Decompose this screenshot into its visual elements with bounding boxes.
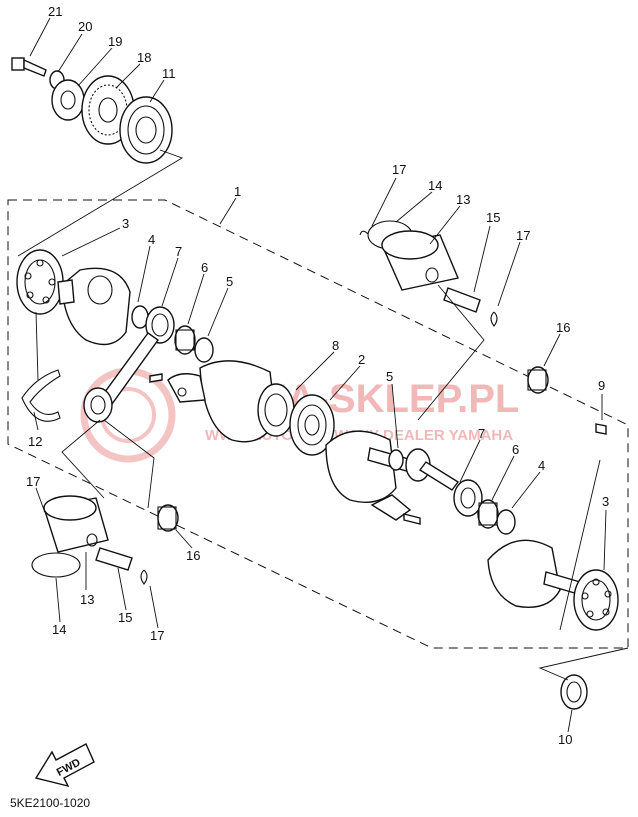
- small-end-bearing-16-upper: [527, 366, 549, 394]
- crankshaft-assembly-boundary: [7, 199, 629, 649]
- bearing-2: [289, 394, 335, 456]
- needle-bearing-6-left: [174, 325, 196, 355]
- callout-labels: 21 20 19 18 11 1 3 4 7 6 5 8 2 17 14 13 …: [26, 4, 609, 747]
- bolt-21: [11, 57, 47, 77]
- callout-7-right: 7: [478, 426, 485, 441]
- callout-5-left: 5: [226, 274, 233, 289]
- callout-10: 10: [558, 732, 572, 747]
- callout-13-lower: 13: [80, 592, 94, 607]
- callout-13-upper: 13: [456, 192, 470, 207]
- connecting-rod-7-right: [370, 448, 483, 521]
- oil-seal-8: [257, 383, 295, 437]
- callout-17-lower-left: 17: [26, 474, 40, 489]
- crank-web-right: [487, 539, 581, 608]
- bearing-3-left: [16, 249, 64, 315]
- callout-5-right: 5: [386, 369, 393, 384]
- piston-pin-15-upper: [443, 287, 481, 313]
- bearing-circlip-leader: [35, 311, 39, 381]
- piston-upper: [359, 220, 498, 327]
- callout-3-left: 3: [122, 216, 129, 231]
- callout-17-upper-right: 17: [516, 228, 530, 243]
- callout-19: 19: [108, 34, 122, 49]
- gear-group-leader: [17, 149, 184, 257]
- callout-6-left: 6: [201, 260, 208, 275]
- fwd-arrow-icon: FWD: [34, 743, 95, 788]
- callout-14-lower: 14: [52, 622, 66, 637]
- screw-left: [149, 373, 163, 383]
- clip-17-lower-right: [140, 569, 148, 585]
- callout-7-left: 7: [175, 244, 182, 259]
- callout-12: 12: [28, 434, 42, 449]
- crank-web-center: [167, 360, 277, 443]
- callout-1: 1: [234, 184, 241, 199]
- callout-17-lower-right: 17: [150, 628, 164, 643]
- screw-right: [403, 513, 421, 525]
- callout-2: 2: [358, 352, 365, 367]
- callout-15-upper: 15: [486, 210, 500, 225]
- right-leader-lines: [538, 459, 629, 681]
- piston-pin-15-lower: [95, 547, 133, 571]
- crank-web-left: [57, 267, 131, 346]
- washer-5-right: [388, 449, 404, 471]
- piston-lower: [31, 495, 148, 585]
- callout-8: 8: [332, 338, 339, 353]
- callout-9: 9: [598, 378, 605, 393]
- clip-17-upper-left: [359, 230, 369, 236]
- piston-ring-14-lower: [31, 552, 81, 578]
- gear-19: [51, 79, 85, 121]
- circlip-12: [21, 369, 61, 422]
- callout-11: 11: [162, 66, 176, 81]
- small-end-bearing-16-lower: [157, 504, 179, 532]
- callout-4-left: 4: [148, 232, 155, 247]
- needle-bearing-6-right: [477, 499, 499, 529]
- callout-6-right: 6: [512, 442, 519, 457]
- oil-seal-10: [560, 674, 588, 710]
- callout-3-right: 3: [602, 494, 609, 509]
- callout-16-lower: 16: [186, 548, 200, 563]
- callout-4-right: 4: [538, 458, 545, 473]
- key-9: [595, 423, 607, 435]
- diagram-code: 5KE2100-1020: [10, 796, 91, 810]
- callout-18: 18: [137, 50, 151, 65]
- bearing-3-right: [573, 569, 619, 631]
- bearing-11: [119, 96, 173, 164]
- callout-17-upper-left: 17: [392, 162, 406, 177]
- lower-piston-leader: [61, 419, 155, 509]
- washer-5-left: [194, 337, 214, 363]
- connecting-rod-7-left: [83, 306, 175, 423]
- callout-20: 20: [78, 19, 92, 34]
- callout-15-lower: 15: [118, 610, 132, 625]
- clip-17-upper-right: [490, 311, 498, 327]
- upper-piston-leader: [417, 284, 485, 421]
- callout-14-upper: 14: [428, 178, 442, 193]
- callout-21: 21: [48, 4, 62, 19]
- callout-16-upper: 16: [556, 320, 570, 335]
- washer-4-right: [496, 509, 516, 535]
- callout-leaders: [29, 17, 607, 733]
